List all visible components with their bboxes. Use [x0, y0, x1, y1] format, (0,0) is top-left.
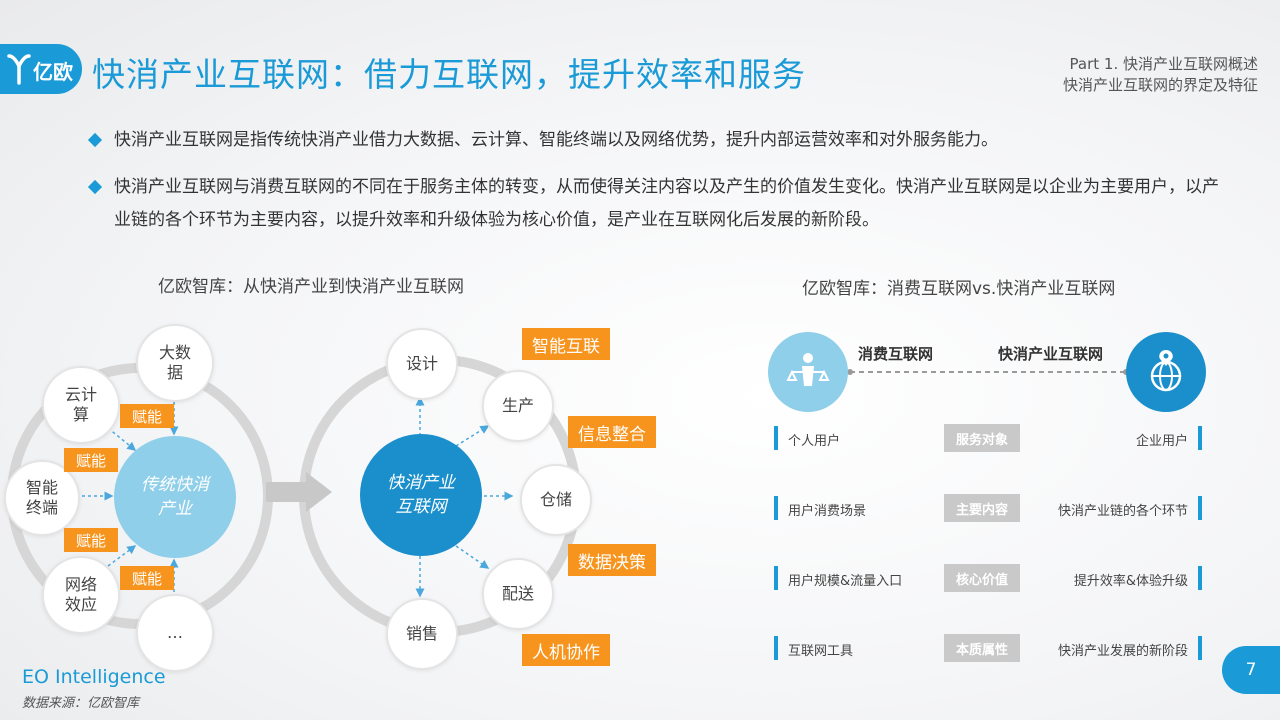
tag-info-integration: 信息整合	[568, 416, 656, 448]
bullet-text: 快消产业互联网与消费互联网的不同在于服务主体的转变，从而使得关注内容以及产生的价…	[114, 177, 1219, 230]
industrial-internet-heading: 快消产业互联网	[998, 345, 1104, 363]
node-smart-terminal: 智能终端	[4, 460, 80, 536]
empower-tag: 赋能	[120, 566, 174, 590]
node-label: 设计	[405, 354, 438, 373]
row-marker	[774, 566, 778, 590]
tag-data-decision: 数据决策	[568, 544, 656, 576]
row-marker	[1198, 566, 1202, 590]
node-label: 智能终端	[25, 478, 58, 517]
left-diagram-subtitle: 亿欧智库：从快消产业到快消产业互联网	[158, 277, 464, 297]
node-big-data: 大数据	[136, 324, 214, 402]
row-mid: 本质属性	[944, 634, 1020, 662]
node-label: 销售	[405, 624, 438, 643]
node-label: 生产	[501, 396, 534, 415]
logo: 亿欧	[0, 44, 82, 94]
empower-tag: 赋能	[120, 404, 174, 428]
logo-text: 亿欧	[33, 60, 73, 84]
bullet-text: 快消产业互联网是指传统快消产业借力大数据、云计算、智能终端以及网络优势，提升内部…	[114, 130, 998, 150]
empower-tag: 赋能	[64, 448, 118, 472]
node-label: 网络效应	[64, 575, 97, 614]
row-mid: 服务对象	[944, 424, 1020, 452]
row-marker	[1198, 636, 1202, 660]
tag-smart-connect: 智能互联	[522, 328, 610, 360]
node-more: …	[136, 594, 214, 672]
tag-human-machine: 人机协作	[522, 634, 610, 666]
empower-tag: 赋能	[64, 528, 118, 552]
mid-center-node: 快消产业互联网	[360, 434, 482, 556]
node-label: 云计算	[64, 385, 97, 424]
transform-arrow-icon	[266, 472, 332, 512]
footer-brand: EO Intelligence	[22, 666, 166, 688]
logo-mark-icon	[7, 54, 31, 85]
node-production: 生产	[482, 370, 554, 442]
right-table-subtitle: 亿欧智库：消费互联网vs.快消产业互联网	[802, 279, 1116, 299]
node-network-effect: 网络效应	[42, 556, 120, 634]
section-info: Part 1. 快消产业互联网概述 快消产业互联网的界定及特征	[1063, 54, 1258, 96]
section-label: 快消产业互联网的界定及特征	[1062, 76, 1258, 94]
node-delivery: 配送	[482, 558, 554, 630]
row-marker	[1198, 496, 1202, 520]
node-label: 仓储	[539, 490, 572, 509]
row-left: 个人用户	[788, 434, 841, 449]
left-center-node: 传统快消产业	[114, 436, 236, 558]
node-design: 设计	[386, 328, 458, 400]
page-title: 快消产业互联网：借力互联网，提升效率和服务	[92, 55, 806, 94]
row-marker	[774, 426, 778, 450]
consumer-internet-heading: 消费互联网	[858, 345, 934, 363]
node-label: …	[167, 623, 183, 642]
row-right: 快消产业发展的新阶段	[1057, 644, 1188, 659]
industrial-internet-icon	[1126, 332, 1206, 412]
row-left: 互联网工具	[788, 644, 854, 659]
row-marker	[774, 636, 778, 660]
row-right: 企业用户	[1135, 434, 1188, 449]
node-cloud: 云计算	[42, 366, 120, 444]
data-source: 数据来源：亿欧智库	[22, 696, 140, 711]
row-left: 用户规模&流量入口	[788, 574, 903, 589]
page-number: 7	[1222, 646, 1280, 694]
row-marker	[774, 496, 778, 520]
node-label: 配送	[501, 584, 534, 603]
node-sales: 销售	[386, 598, 458, 670]
row-left: 用户消费场景	[788, 504, 867, 519]
row-right: 快消产业链的各个环节	[1057, 504, 1188, 519]
row-right: 提升效率&体验升级	[1073, 574, 1188, 589]
node-warehouse: 仓储	[520, 464, 592, 536]
consumer-internet-icon	[768, 332, 848, 412]
row-mid: 主要内容	[944, 494, 1020, 522]
left-center-label: 传统快消产业	[141, 475, 209, 519]
part-label: Part 1. 快消产业互联网概述	[1069, 55, 1258, 73]
row-marker	[1198, 426, 1202, 450]
row-mid: 核心价值	[944, 564, 1020, 592]
mid-center-label: 快消产业互联网	[387, 473, 455, 517]
node-label: 大数据	[158, 343, 191, 382]
